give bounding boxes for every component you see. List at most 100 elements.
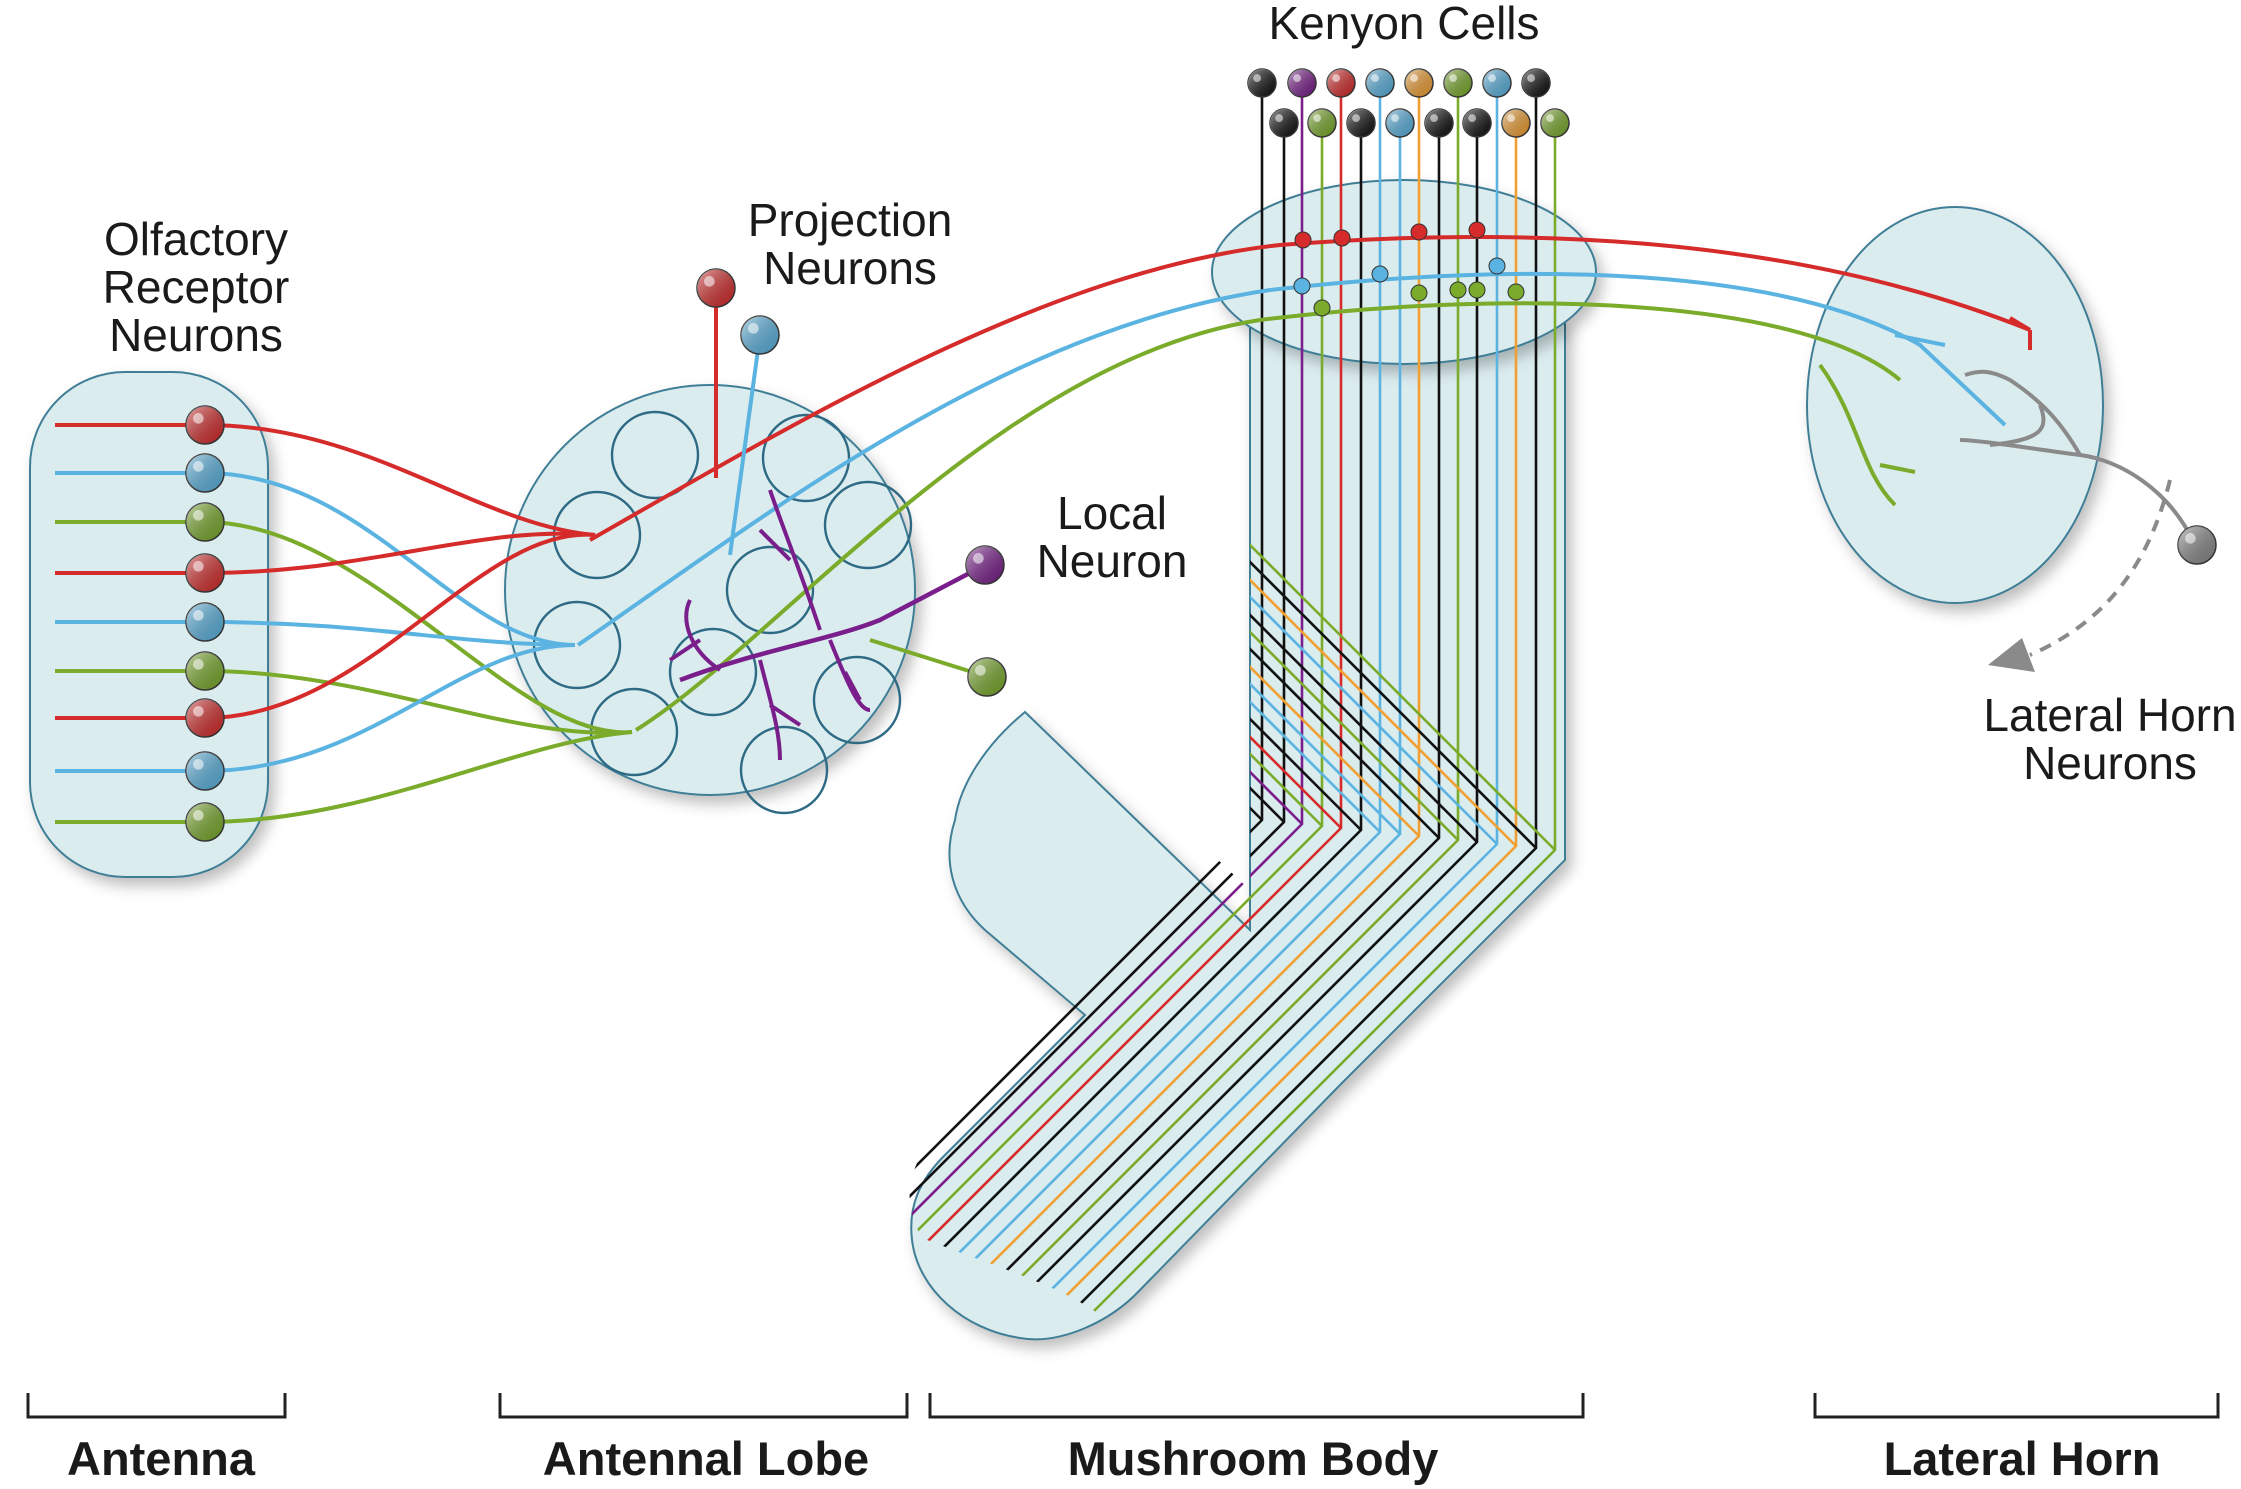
orn-label: Olfactory Receptor Neurons: [103, 213, 290, 361]
orn-9-axon: [204, 730, 633, 824]
lhn-dendrites: [1964, 369, 2082, 456]
orn-soma-9-highlight: [193, 810, 204, 821]
pn-soma-green-highlight: [975, 665, 986, 676]
kc-soma-top-5-shade: [1405, 69, 1433, 97]
lateral-horn-neuron: [1959, 369, 2197, 672]
kc-soma-bottom-8-highlight: [1546, 114, 1555, 123]
kc-soma-top-7-shade: [1483, 69, 1511, 97]
region-label-antenna: Antenna: [67, 1432, 256, 1485]
orn-soma-5-highlight: [193, 610, 204, 621]
kc-soma-bottom-3-highlight: [1352, 114, 1361, 123]
orn-label-line-2: Receptor: [103, 261, 290, 313]
glomerulus-8: [812, 655, 902, 745]
lhn-output-arrowhead: [1988, 638, 2035, 672]
kenyon-fiber-15: [935, 83, 1538, 1337]
pn-soma-green: [967, 657, 1007, 697]
orn-soma-6-shade: [186, 652, 224, 690]
orn-soma-8: [185, 751, 225, 791]
kc-soma-top-7-highlight: [1488, 74, 1497, 83]
kc-soma-bottom-1-shade: [1270, 109, 1298, 137]
orn-soma-2-shade: [186, 454, 224, 492]
local-neuron-trunk: [679, 563, 987, 683]
kc-soma-top-5: [1404, 68, 1434, 98]
kenyon-fiber-16-alpha: [1224, 519, 1556, 851]
orn-soma-6: [185, 651, 225, 691]
glomerulus-10: [739, 725, 829, 815]
kc-soma-bottom-8-shade: [1541, 109, 1569, 137]
orn-label-line-1: Olfactory: [104, 213, 288, 265]
ln-soma: [965, 545, 1005, 585]
orn-4: [55, 531, 596, 575]
kenyon-cell-fibers: [909, 83, 1557, 1337]
orn-soma-4: [185, 553, 225, 593]
local-neuron: [668, 489, 987, 761]
pn-label: Projection Neurons: [748, 194, 953, 294]
antennal-lobe-compartment: [504, 384, 916, 796]
calyx-bouton-4: [1468, 221, 1486, 239]
local-neuron-branch-4: [668, 599, 722, 672]
calyx-bouton-10: [1449, 281, 1467, 299]
orn-soma-6-highlight: [193, 659, 204, 670]
orn-soma-8-shade: [186, 752, 224, 790]
lhn-soma-highlight: [2185, 533, 2196, 544]
kenyon-fiber-15-alpha: [1205, 517, 1537, 849]
kc-soma-top-8-highlight: [1527, 74, 1536, 83]
kc-soma-top-3-highlight: [1332, 74, 1341, 83]
orn-soma-3-shade: [186, 503, 224, 541]
kc-soma-bottom-4-highlight: [1391, 114, 1400, 123]
lhn-label-line-1: Lateral Horn: [1983, 689, 2236, 741]
antenna-compartment: [29, 371, 269, 878]
pn-green-stem: [869, 638, 986, 678]
pn-green-axon: [634, 301, 1902, 732]
glomerulus-2: [761, 413, 851, 503]
kc-soma-top-1-highlight: [1253, 74, 1262, 83]
orn-soma-7-shade: [186, 699, 224, 737]
orn-3: [55, 520, 633, 735]
ln-label-line-1: Local: [1057, 487, 1167, 539]
pn-soma-blue: [740, 315, 780, 355]
ln-soma-shade: [966, 546, 1004, 584]
orn-5: [55, 620, 576, 647]
orn-soma-7: [185, 698, 225, 738]
calyx-bouton-6: [1371, 265, 1389, 283]
pn-soma-red: [696, 268, 736, 308]
kc-soma-bottom-6: [1462, 108, 1492, 138]
calyx-bouton-9: [1410, 284, 1428, 302]
antenna-bracket: [26, 1393, 287, 1419]
mushroom-body-bracket: [928, 1393, 1585, 1419]
calyx-bouton-2: [1333, 229, 1351, 247]
pn-blue-branch: [1894, 333, 1946, 347]
kc-soma-top-3-shade: [1327, 69, 1355, 97]
lhn-soma: [2177, 525, 2217, 565]
pn-green-branch: [1818, 363, 1916, 507]
orn-4-axon: [204, 531, 596, 575]
compartments: [29, 179, 2104, 1341]
glomerulus-4: [823, 480, 913, 570]
kc-soma-bottom-6-highlight: [1468, 114, 1477, 123]
pn-blue: [576, 271, 2007, 647]
orn-5-axon: [204, 620, 576, 647]
pn-soma-blue-shade: [741, 316, 779, 354]
orn-soma-7-highlight: [193, 706, 204, 717]
lhn-axon: [1959, 438, 2197, 546]
calyx-compartment: [1211, 179, 1597, 365]
kc-soma-bottom-1: [1269, 108, 1299, 138]
pn-green: [634, 301, 1916, 732]
orn-soma-3-highlight: [193, 510, 204, 521]
kc-soma-top-3: [1326, 68, 1356, 98]
kc-soma-top-4-highlight: [1371, 74, 1380, 83]
lateral-horn-bracket: [1813, 1393, 2220, 1419]
region-label-mushroom-body: Mushroom Body: [1068, 1432, 1439, 1485]
region-brackets: [26, 1393, 2220, 1419]
kc-soma-top-2: [1287, 68, 1317, 98]
orn-soma-4-shade: [186, 554, 224, 592]
kc-soma-top-6: [1443, 68, 1473, 98]
orn-1: [55, 423, 596, 537]
kc-soma-top-2-highlight: [1293, 74, 1302, 83]
lhn-label-line-2: Neurons: [2023, 737, 2197, 789]
lhn-output-dashed: [2029, 479, 2172, 657]
lhn-label: Lateral Horn Neurons: [1983, 689, 2236, 789]
ln-label: Local Neuron: [1037, 487, 1188, 587]
kc-soma-bottom-4: [1385, 108, 1415, 138]
